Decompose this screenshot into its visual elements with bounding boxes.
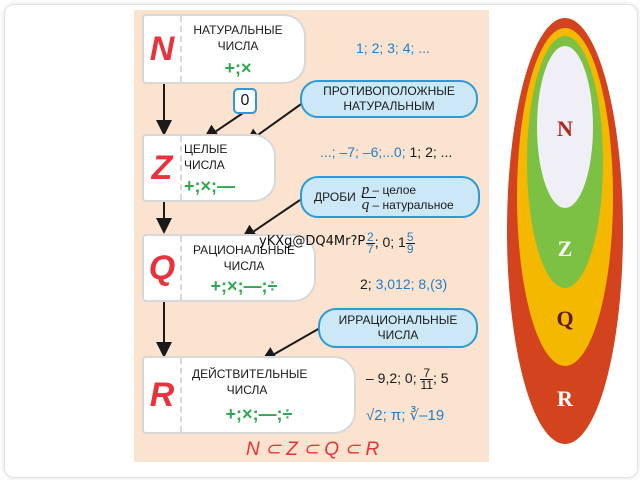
inclusion-formula: N ⊂ Z ⊂ Q ⊂ R — [246, 439, 380, 460]
rational-line2-a: 2; — [360, 276, 372, 292]
real-line1-a: – 9,2; 0; — [366, 370, 417, 387]
real-line1-b: ; 5 — [432, 370, 449, 387]
card-ops-rational: +;×;—;÷ — [210, 276, 278, 296]
examples-natural: 1; 2; 3; 4; ... — [356, 40, 430, 56]
bubble-fractions: ДРОБИ p – целое q – натуральное — [300, 176, 480, 218]
arrow-irrational-to-r — [260, 327, 321, 362]
fraction-p-note: – целое — [372, 182, 417, 197]
bubble-opposite-naturals: ПРОТИВОПОЛОЖНЫЕ НАТУРАЛЬНЫМ — [300, 80, 478, 118]
oval-n — [537, 46, 593, 208]
oval-label-n: N — [557, 116, 573, 141]
fraction-q: q — [361, 196, 370, 213]
card-ops-real: +;×;—;÷ — [225, 404, 293, 424]
card-title-real: ДЕЙСТВИТЕЛЬНЫЕ ЧИСЛА — [192, 367, 308, 397]
card-integer: Z ЦЕЛЫЕ ЧИСЛА +;×;— — [142, 134, 276, 202]
oval-label-z: Z — [557, 236, 573, 261]
card-ops-integer: +;×;— — [184, 176, 236, 196]
card-letter-r: R — [144, 358, 182, 432]
examples-integer-positive: 1; 2; ... — [405, 144, 453, 160]
card-letter-q: Q — [144, 236, 182, 300]
card-rational: Q РАЦИОНАЛЬНЫЕ ЧИСЛА +;×;—;÷ — [142, 234, 316, 302]
rational-mid: ; 0; 1 — [374, 234, 406, 251]
fraction-p: p — [361, 181, 370, 198]
arrow-fractions-to-q — [240, 199, 301, 241]
card-real: R ДЕЙСТВИТЕЛЬНЫЕ ЧИСЛА +;×;—;÷ — [142, 356, 356, 434]
card-ops-natural: +;× — [224, 58, 252, 78]
examples-integer-negative: ...; –7; –6;...0; — [320, 144, 406, 160]
oval-label-r: R — [557, 386, 573, 411]
zero-box: 0 — [233, 88, 257, 114]
diagram-arrows — [156, 80, 321, 362]
number-sets-diagram: N НАТУРАЛЬНЫЕ ЧИСЛА +;× Z ЦЕЛЫЕ ЧИСЛА +;… — [134, 10, 489, 462]
fractions-word: ДРОБИ — [314, 189, 356, 204]
card-title-integer: ЦЕЛЫЕ ЧИСЛА — [184, 142, 228, 172]
fraction-q-note: – натуральное — [372, 197, 454, 212]
oval-label-q: Q — [556, 306, 574, 331]
card-letter-z: Z — [144, 136, 182, 200]
examples-rational-line2: 2; 3,012; 8,(3) — [360, 276, 447, 292]
card-letter-n: N — [144, 16, 182, 82]
examples-real-line2: √2; π; ∛–19 — [366, 407, 445, 424]
card-title-rational: РАЦИОНАЛЬНЫЕ ЧИСЛА — [192, 243, 296, 273]
arrow-zero-to-z — [202, 112, 244, 141]
card-natural: N НАТУРАЛЬНЫЕ ЧИСЛА +;× — [142, 14, 306, 84]
card-title-natural: НАТУРАЛЬНЫЕ ЧИСЛА — [193, 23, 283, 53]
examples-integer: ...; –7; –6;...0; 1; 2; ... — [320, 144, 452, 160]
watermark-text: yKXg@DQ4Mr?P — [259, 234, 366, 249]
rational-line2-b: 3,012; 8,(3) — [375, 276, 448, 292]
bubble-irrational: ИРРАЦИОНАЛЬНЫЕ ЧИСЛА — [318, 308, 478, 348]
